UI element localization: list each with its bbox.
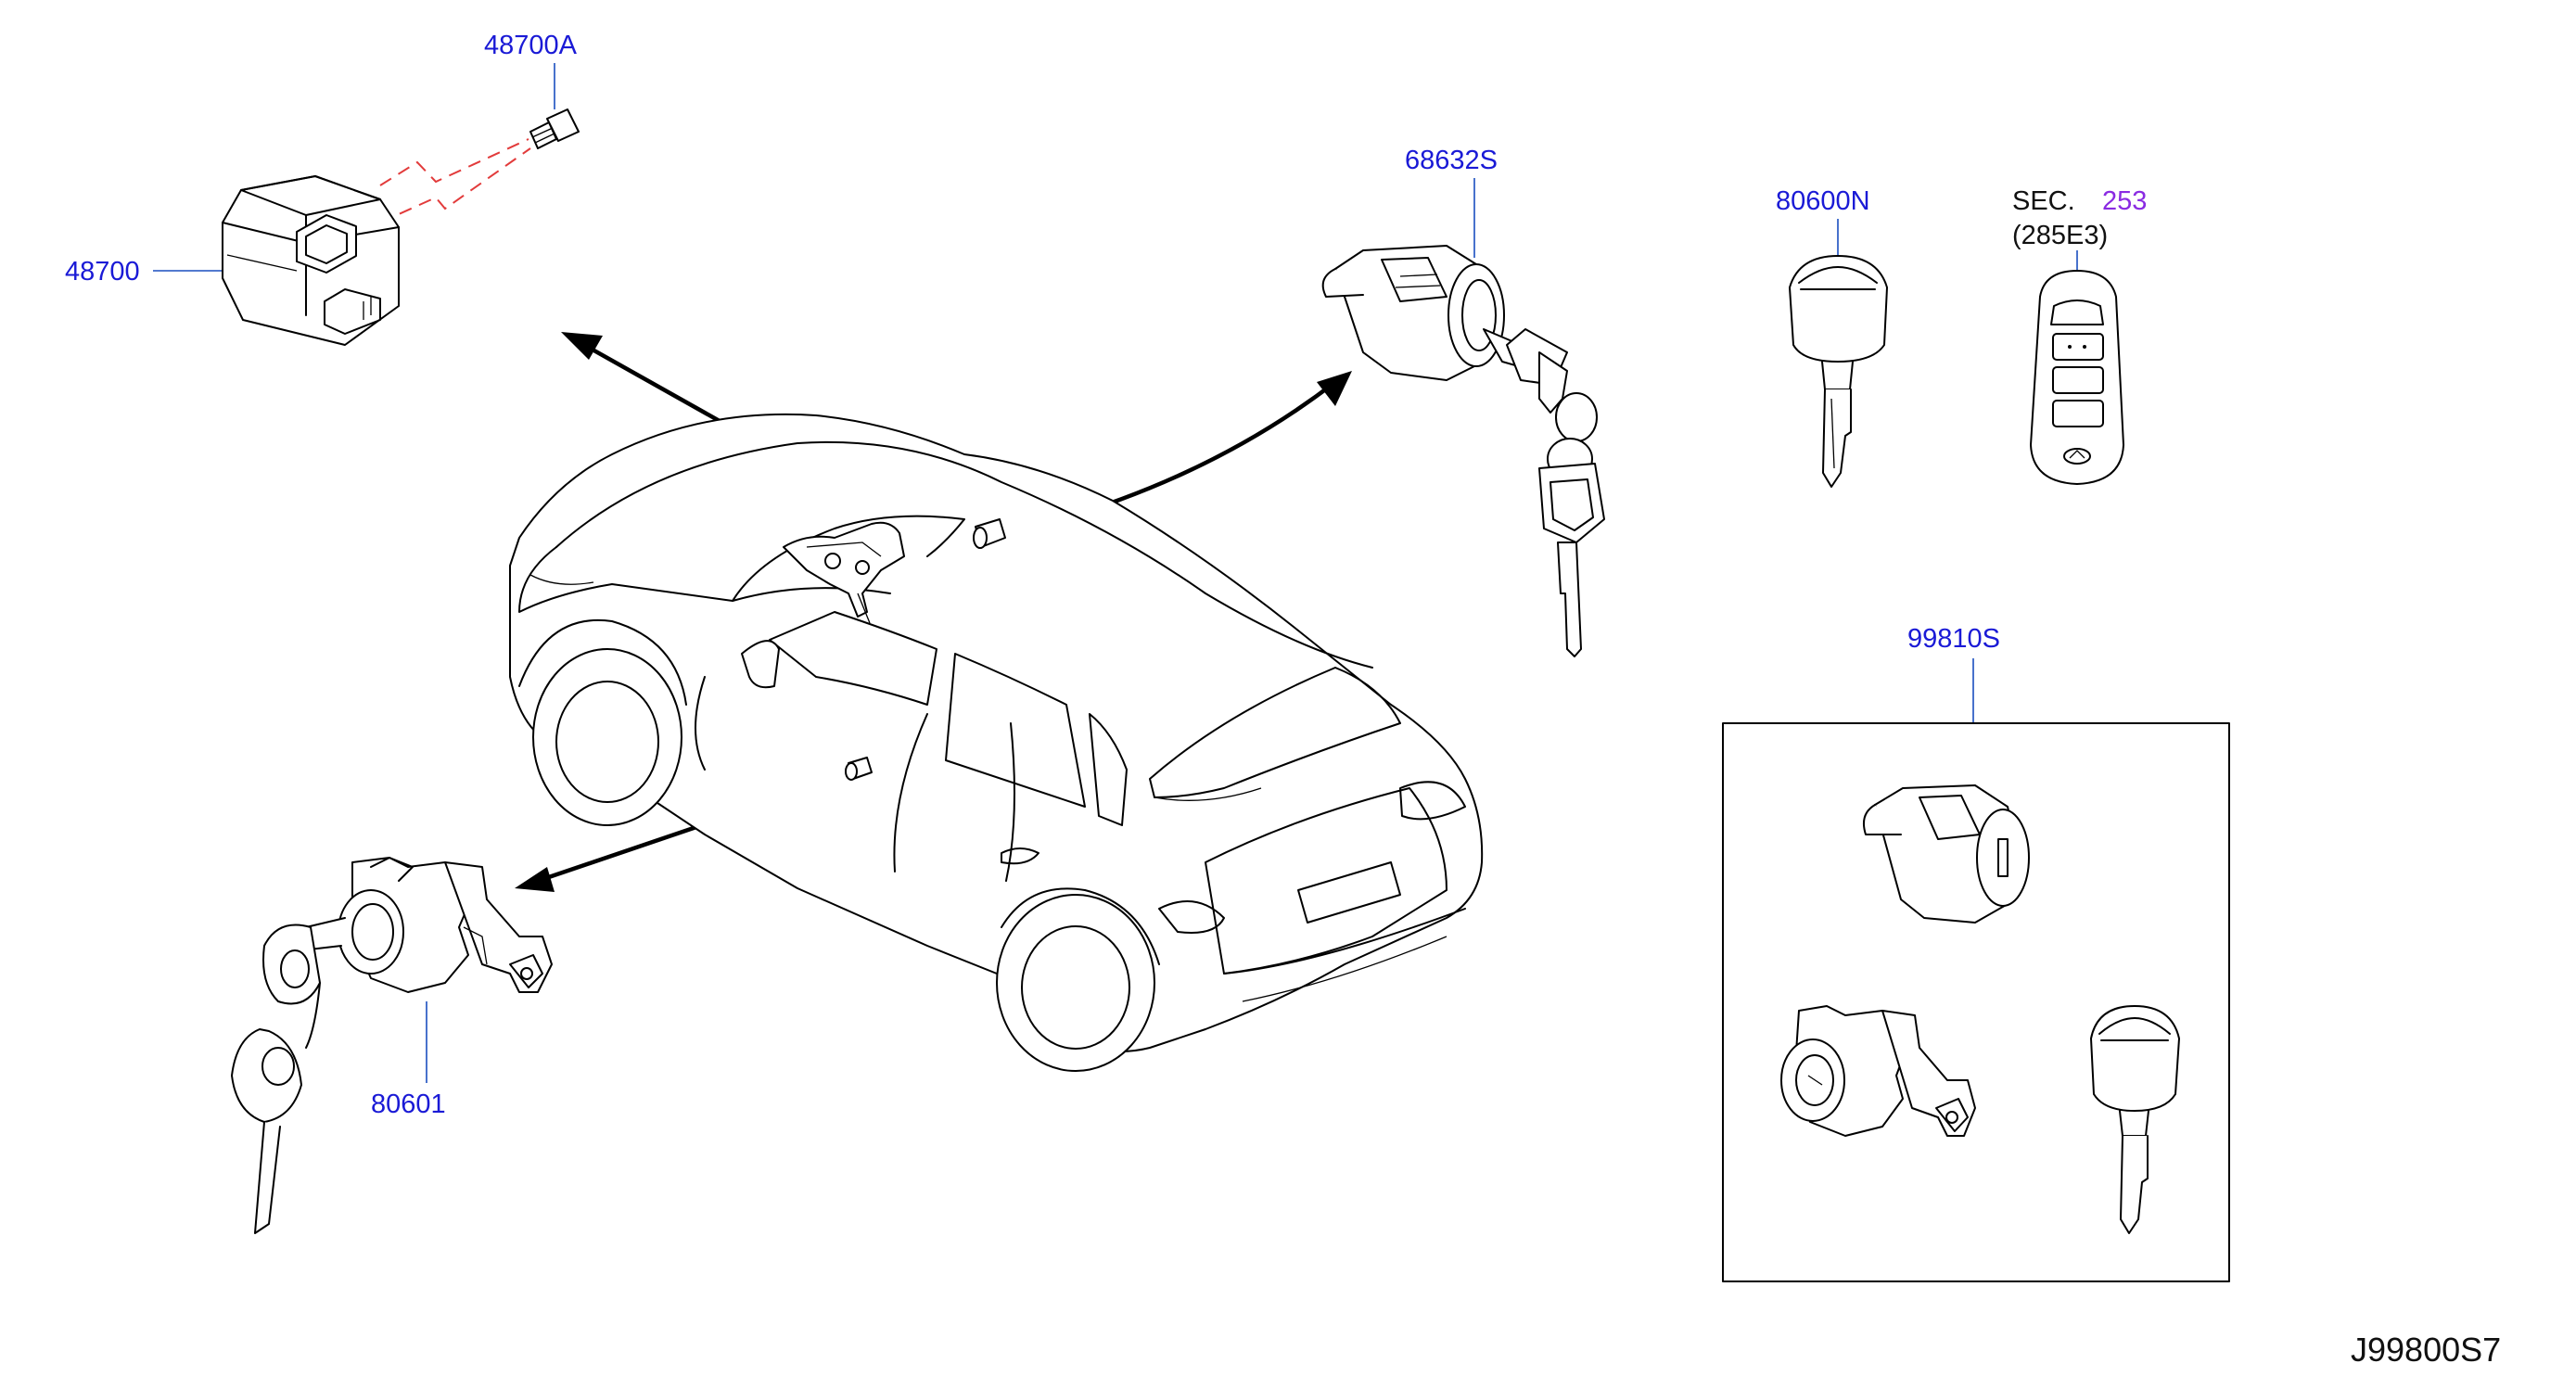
door-lock-80601: [231, 857, 553, 1234]
kit-door-lock: [1780, 1005, 1976, 1137]
control-unit-48700: [222, 175, 400, 346]
part-label-68632S[interactable]: 68632S: [1405, 146, 1498, 175]
part-label-80601[interactable]: 80601: [371, 1089, 446, 1119]
part-label-48700[interactable]: 48700: [65, 257, 140, 287]
kit-box-99810S: [1722, 722, 2230, 1282]
part-label-48700A[interactable]: 48700A: [484, 31, 578, 60]
kit-cylinder: [1863, 784, 2030, 924]
ignition-cylinder-68632S: [1321, 245, 1605, 657]
figure-id: J99800S7: [2351, 1331, 2501, 1369]
leader-lines: [153, 63, 2078, 1083]
section-ref-number[interactable]: 253: [2102, 186, 2147, 216]
vehicle-illustration: [509, 413, 1484, 1072]
kit-key: [2090, 1005, 2180, 1234]
assembly-dashed-lines: [379, 138, 531, 223]
section-ref-prefix: SEC.: [2012, 186, 2075, 216]
part-label-80600N[interactable]: 80600N: [1776, 186, 1870, 216]
key-80600N: [1789, 255, 1888, 488]
part-label-99810S[interactable]: 99810S: [1907, 624, 2000, 654]
section-ref-sub: (285E3): [2012, 221, 2108, 250]
bolt-48700A: [529, 108, 580, 149]
intelligent-key-fob: [2030, 270, 2124, 485]
